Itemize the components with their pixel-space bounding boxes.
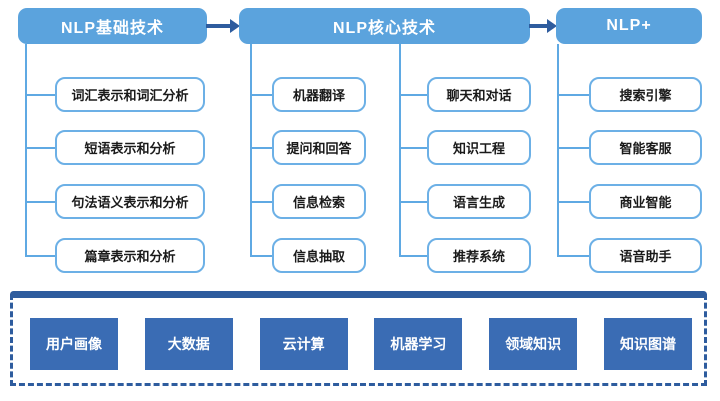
tech-item-question-answering: 提问和回答: [272, 130, 366, 165]
tech-item-machine-translation: 机器翻译: [272, 77, 366, 112]
header-nlp-plus: NLP+: [556, 8, 702, 44]
tech-item-language-generation: 语言生成: [427, 184, 531, 219]
connector-branch: [25, 94, 57, 96]
connector-branch: [250, 147, 274, 149]
tech-item-voice-assistant: 语音助手: [589, 238, 702, 273]
connector-vline: [399, 44, 401, 257]
tech-item-phrase: 短语表示和分析: [55, 130, 205, 165]
foundation-box-cloud-computing: 云计算: [259, 317, 348, 370]
tech-item-information-extraction: 信息抽取: [272, 238, 366, 273]
tech-item-smart-customer-service: 智能客服: [589, 130, 702, 165]
connector-branch: [399, 94, 429, 96]
connector-branch: [557, 94, 591, 96]
tech-item-knowledge-engineering: 知识工程: [427, 130, 531, 165]
connector-vline: [25, 44, 27, 257]
connector-branch: [25, 147, 57, 149]
foundation-box-user-profile: 用户画像: [30, 317, 118, 370]
connector-branch: [399, 147, 429, 149]
connector-branch: [399, 201, 429, 203]
tech-item-business-intelligence: 商业智能: [589, 184, 702, 219]
connector-vline: [557, 44, 559, 257]
tech-item-information-retrieval: 信息检索: [272, 184, 366, 219]
connector-branch: [557, 201, 591, 203]
header-nlp-basic-tech: NLP基础技术: [18, 8, 207, 44]
connector-branch: [250, 255, 274, 257]
tech-item-discourse: 篇章表示和分析: [55, 238, 205, 273]
foundation-box-machine-learning: 机器学习: [374, 317, 463, 370]
foundation-box-big-data: 大数据: [144, 317, 233, 370]
foundation-container: 用户画像 大数据 云计算 机器学习 领域知识 知识图谱: [10, 294, 707, 386]
header-nlp-core-tech: NLP核心技术: [239, 8, 530, 44]
connector-branch: [557, 147, 591, 149]
arrow-head: [547, 19, 557, 33]
foundation-box-domain-knowledge: 领域知识: [489, 317, 578, 370]
tech-item-lexical: 词汇表示和词汇分析: [55, 77, 205, 112]
connector-branch: [557, 255, 591, 257]
tech-item-recommender-system: 推荐系统: [427, 238, 531, 273]
foundation-top-bar: [10, 291, 707, 298]
arrow-right-icon: [529, 19, 557, 33]
connector-branch: [399, 255, 429, 257]
connector-branch: [25, 201, 57, 203]
arrow-shaft: [206, 24, 230, 28]
connector-branch: [250, 201, 274, 203]
tech-item-chat-dialogue: 聊天和对话: [427, 77, 531, 112]
arrow-right-icon: [206, 19, 240, 33]
tech-item-syntax-semantics: 句法语义表示和分析: [55, 184, 205, 219]
arrow-shaft: [529, 24, 547, 28]
arrow-head: [230, 19, 240, 33]
tech-item-search-engine: 搜索引擎: [589, 77, 702, 112]
connector-branch: [25, 255, 57, 257]
connector-branch: [250, 94, 274, 96]
foundation-box-knowledge-graph: 知识图谱: [603, 317, 692, 370]
connector-vline: [250, 44, 252, 257]
